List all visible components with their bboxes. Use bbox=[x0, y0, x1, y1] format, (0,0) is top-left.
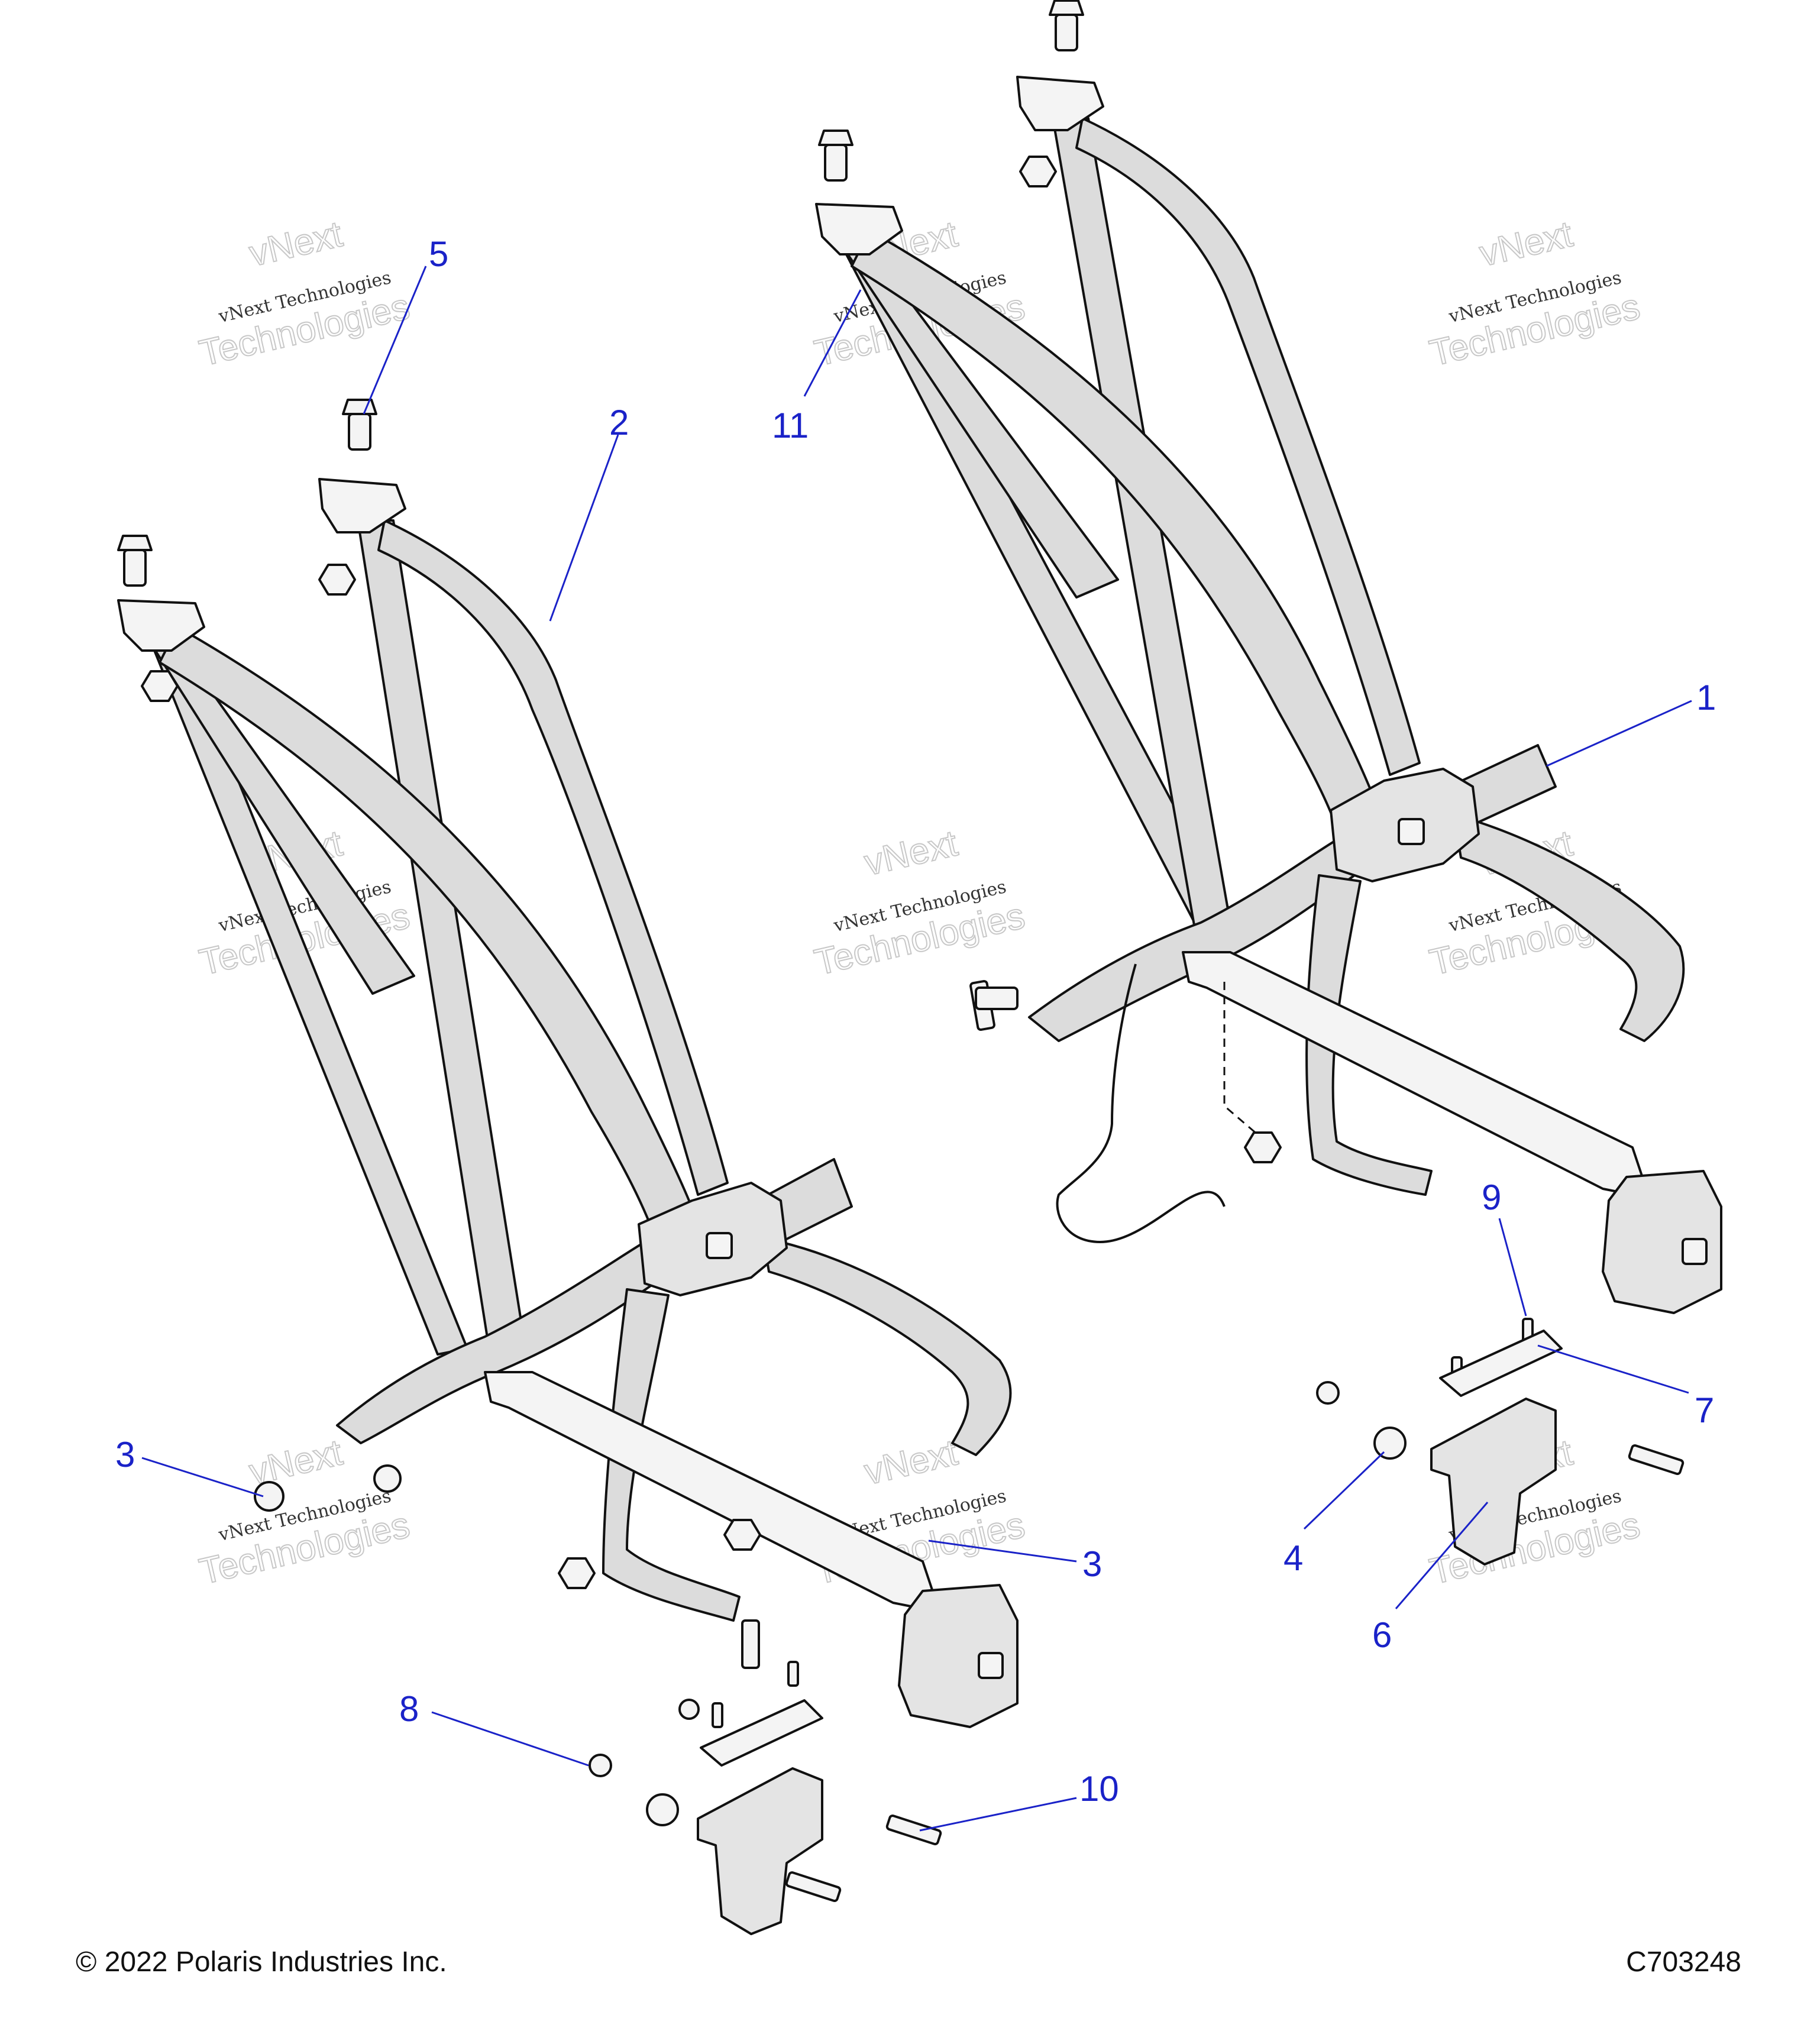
callout-7: 7 bbox=[1695, 1390, 1714, 1430]
right-harness-lap-belt-right bbox=[1448, 744, 1685, 1042]
leader-3-right bbox=[928, 1540, 1077, 1563]
fastener-bolt-lower-1 bbox=[741, 1619, 760, 1669]
watermark-3: vNext vNext Technologies Technologies bbox=[1425, 213, 1644, 374]
fastener-bolt-right-lip bbox=[975, 987, 1019, 1010]
fastener-bolt-right-mid bbox=[818, 130, 853, 182]
fastener-nut-3 bbox=[1019, 156, 1057, 187]
copyright-notice: © 2022 Polaris Industries Inc. bbox=[76, 1946, 447, 1978]
fastener-nut-6 bbox=[723, 1519, 761, 1551]
fastener-bolt-item-10 bbox=[885, 1814, 942, 1846]
fastener-bolt-item-5 bbox=[342, 399, 377, 451]
callout-3-right: 3 bbox=[1082, 1544, 1102, 1584]
fastener-nut-4 bbox=[1244, 1131, 1282, 1163]
leader-2 bbox=[549, 434, 619, 622]
leader-1 bbox=[1546, 700, 1692, 767]
right-harness-sensor-cable bbox=[1056, 963, 1226, 1244]
svg-text:vNext: vNext bbox=[861, 823, 961, 884]
callout-10: 10 bbox=[1079, 1769, 1119, 1809]
right-harness-anchor-guide bbox=[1223, 982, 1266, 1143]
fastener-bolt-lower-right bbox=[1628, 1444, 1685, 1476]
watermark-1: vNext vNext Technologies Technologies bbox=[195, 213, 414, 374]
callout-2: 2 bbox=[609, 403, 629, 442]
leader-7 bbox=[1537, 1344, 1689, 1394]
fastener-bushing-5 bbox=[1316, 1381, 1340, 1405]
leader-10 bbox=[919, 1797, 1077, 1832]
callout-6: 6 bbox=[1372, 1615, 1392, 1655]
diagram-id: C703248 bbox=[1626, 1946, 1741, 1978]
fastener-screw-3 bbox=[787, 1661, 799, 1687]
right-mounting-bracket bbox=[1430, 1398, 1557, 1566]
left-retractor-plate bbox=[700, 1699, 823, 1767]
fastener-bushing-6 bbox=[678, 1699, 700, 1720]
leader-9 bbox=[1498, 1218, 1527, 1317]
left-harness-retractor bbox=[898, 1584, 1019, 1728]
svg-text:vNext: vNext bbox=[861, 1432, 961, 1493]
fastener-nut-item-8 bbox=[589, 1754, 612, 1777]
callout-9: 9 bbox=[1482, 1178, 1501, 1217]
right-harness-retractor bbox=[1602, 1170, 1722, 1314]
fastener-nut-2 bbox=[141, 670, 179, 702]
fastener-bushing-1 bbox=[254, 1481, 284, 1512]
leader-8 bbox=[431, 1711, 589, 1767]
left-harness-right-shoulder-strap bbox=[377, 519, 729, 1196]
right-harness-right-shoulder-strap bbox=[1075, 117, 1421, 776]
right-seat-belt-harness bbox=[815, 76, 1722, 1314]
callout-8: 8 bbox=[399, 1689, 419, 1729]
watermark-5: vNext vNext Technologies Technologies bbox=[810, 822, 1029, 984]
right-retractor-plate bbox=[1439, 1330, 1563, 1397]
right-harness-buckle-latch bbox=[1398, 818, 1425, 845]
callout-11: 11 bbox=[772, 406, 809, 445]
leader-5 bbox=[363, 266, 427, 415]
leader-6 bbox=[1395, 1502, 1489, 1609]
fastener-bolt-top-left bbox=[117, 535, 153, 587]
watermark-7: vNext vNext Technologies Technologies bbox=[195, 1431, 414, 1593]
svg-text:vNext: vNext bbox=[1476, 214, 1576, 274]
fastener-bolt-right-top bbox=[1049, 0, 1084, 51]
left-harness-base-bar bbox=[484, 1371, 936, 1610]
callout-1: 1 bbox=[1696, 678, 1716, 717]
leader-11 bbox=[803, 289, 862, 397]
left-harness-buckle-latch bbox=[706, 1232, 733, 1259]
left-harness-lap-belt-right bbox=[756, 1158, 1012, 1456]
callout-3-left: 3 bbox=[115, 1435, 135, 1474]
leader-4 bbox=[1303, 1451, 1385, 1530]
left-harness-retractor-latch bbox=[978, 1652, 1004, 1679]
fastener-bushing-3 bbox=[646, 1793, 679, 1826]
svg-text:vNext: vNext bbox=[245, 214, 346, 274]
left-seat-belt-harness bbox=[117, 478, 1019, 1728]
right-harness-upper-anchor-left bbox=[815, 203, 903, 256]
callout-4: 4 bbox=[1283, 1538, 1303, 1578]
left-harness-upper-anchor-left bbox=[117, 599, 205, 652]
left-harness-upper-anchor-right bbox=[318, 478, 406, 533]
callout-5: 5 bbox=[429, 234, 448, 274]
right-harness-retractor-latch bbox=[1682, 1238, 1708, 1265]
leader-3-left bbox=[141, 1457, 264, 1498]
fastener-bolt-lower-bracket bbox=[785, 1871, 842, 1903]
fastener-screw-4 bbox=[712, 1702, 723, 1728]
fastener-bushing-2 bbox=[373, 1464, 402, 1493]
right-harness-left-shoulder-strap bbox=[833, 229, 1237, 936]
left-mounting-bracket bbox=[697, 1767, 823, 1935]
right-harness-upper-anchor-right bbox=[1016, 76, 1104, 131]
fastener-bushing-4 bbox=[1373, 1427, 1407, 1460]
fastener-nut-1 bbox=[318, 564, 356, 596]
fastener-nut-5 bbox=[558, 1557, 596, 1589]
